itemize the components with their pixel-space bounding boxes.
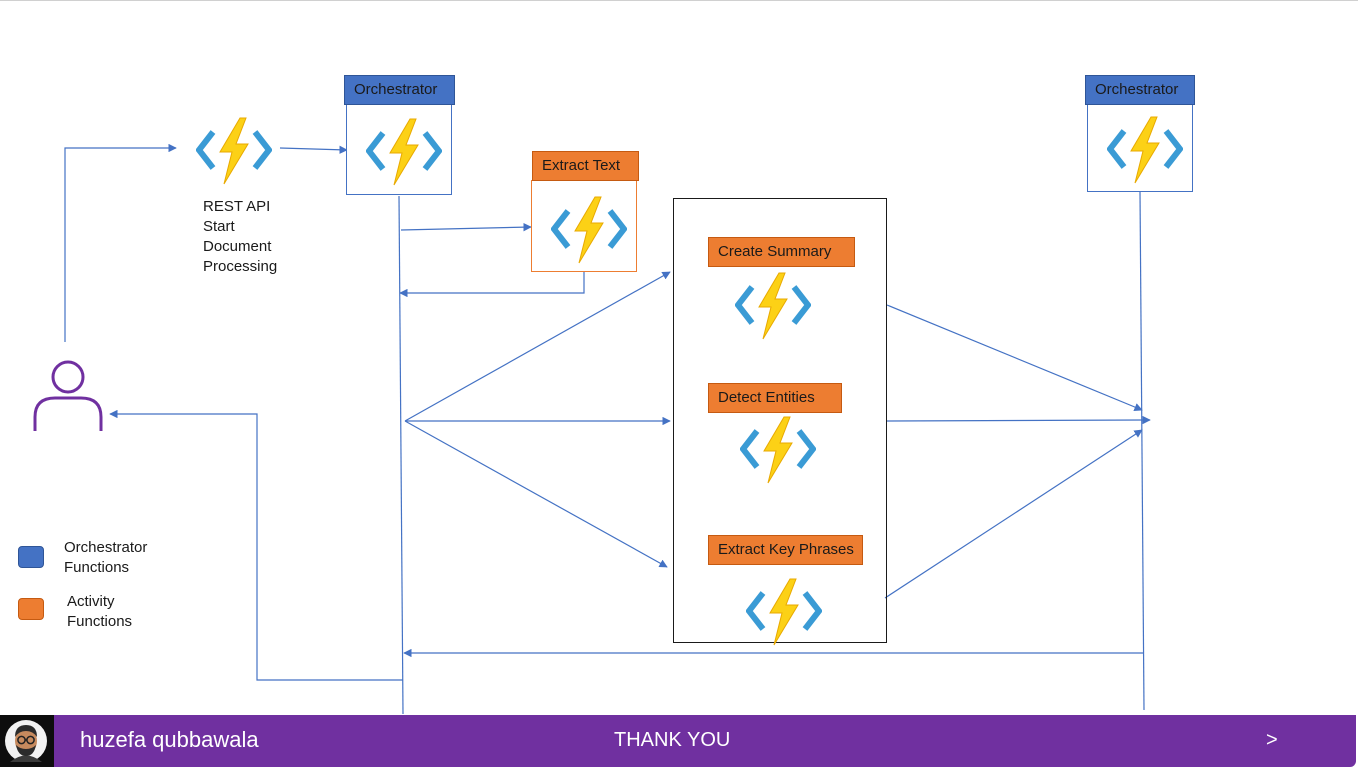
create-summary-function-icon — [734, 271, 812, 341]
connector-fanout-create-summary — [404, 271, 671, 422]
user-icon — [33, 360, 103, 431]
detect-entities-label: Detect Entities — [708, 383, 842, 413]
legend-activity-swatch — [18, 598, 44, 620]
extract-key-phrases-function-icon — [745, 577, 823, 647]
azure-function-icon — [195, 117, 273, 185]
orchestrator-right-lifeline — [1139, 191, 1145, 711]
orchestrator-left-function-icon — [365, 117, 443, 187]
orchestrator-right-label: Orchestrator — [1085, 75, 1195, 105]
azure-function-icon — [550, 196, 628, 264]
rest-api-function-icon — [195, 116, 273, 186]
orchestrator-lifeline — [398, 195, 404, 715]
rest-api-label-line-1: REST API — [203, 198, 271, 215]
connector-orchestrator-to-extract-text — [400, 222, 532, 232]
azure-function-icon — [745, 578, 823, 646]
create-summary-label: Create Summary — [708, 237, 855, 267]
author-name: huzefa qubbawala — [80, 727, 259, 752]
azure-function-icon — [1106, 116, 1184, 184]
orchestrator-left-label: Orchestrator — [344, 75, 455, 105]
legend-orchestrator-line-1: Orchestrator — [64, 539, 148, 556]
connector-user-to-rest-api — [64, 143, 177, 342]
rest-api-label-line-2: Start — [203, 218, 235, 235]
extract-key-phrases-label: Extract Key Phrases — [708, 535, 863, 565]
connector-orchestrator-to-user — [109, 409, 403, 681]
orchestrator-right-function-icon — [1106, 115, 1184, 185]
connector-fanin-key-phrases — [884, 429, 1143, 599]
azure-function-icon — [739, 416, 817, 484]
next-slide-button[interactable]: > — [1266, 729, 1278, 751]
avatar — [0, 715, 54, 767]
azure-function-icon — [365, 118, 443, 186]
extract-text-function-icon — [550, 195, 628, 265]
extract-text-label: Extract Text — [532, 151, 639, 181]
legend-activity-line-2: Functions — [67, 613, 133, 630]
detect-entities-function-icon — [739, 415, 817, 485]
parallel-activities-group — [673, 198, 887, 643]
azure-function-icon — [734, 272, 812, 340]
rest-api-label-line-4: Processing — [203, 258, 278, 275]
connector-fanout-key-phrases — [404, 420, 668, 568]
avatar-icon — [5, 720, 47, 762]
connector-fanin-detect-entities — [886, 415, 1151, 425]
legend-orchestrator-swatch — [18, 546, 44, 568]
rest-api-label-line-3: Document — [203, 238, 272, 255]
diagram-canvas — [33, 143, 1151, 715]
connector-extract-text-return — [399, 272, 585, 298]
legend-orchestrator-line-2: Functions — [64, 559, 130, 576]
footer-bar: huzefa qubbawala THANK YOU > — [0, 715, 1356, 767]
connector-rest-api-to-orchestrator — [279, 145, 348, 154]
connector-fanin-create-summary — [886, 304, 1143, 412]
thank-you-text: THANK YOU — [614, 729, 731, 751]
legend-activity-line-1: Activity — [67, 593, 115, 610]
top-rule — [0, 0, 1358, 1]
